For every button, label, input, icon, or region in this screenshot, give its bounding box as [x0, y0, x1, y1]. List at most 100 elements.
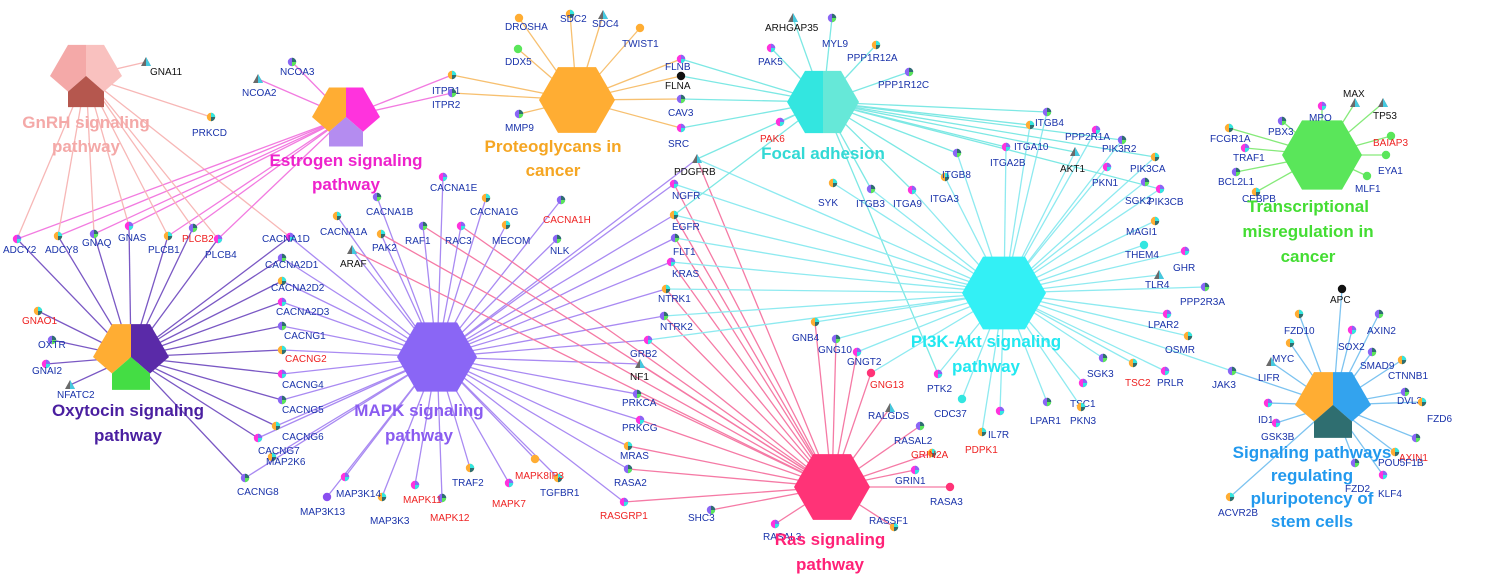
- gene-node-cacna2d3[interactable]: CACNA2D3: [276, 297, 330, 318]
- gene-node-nf1[interactable]: NF1: [630, 359, 649, 383]
- gene-node-itga9[interactable]: ITGA9: [893, 185, 922, 210]
- gene-node-gng10[interactable]: GNG10: [818, 334, 852, 356]
- gene-node-flna[interactable]: FLNA: [665, 71, 691, 92]
- gene-node-oxtr[interactable]: OXTR: [38, 335, 66, 351]
- gene-node-ghr[interactable]: GHR: [1173, 246, 1195, 274]
- hub-pluripotency[interactable]: [1295, 372, 1371, 438]
- gene-node-fzd10[interactable]: FZD10: [1284, 309, 1315, 337]
- gene-node-prkca[interactable]: PRKCA: [622, 389, 657, 409]
- hub-mapk[interactable]: [397, 322, 477, 392]
- gene-node-prlr[interactable]: PRLR: [1157, 366, 1184, 389]
- gene-node-araf[interactable]: ARAF: [340, 245, 367, 270]
- gene-node-rasgrp1[interactable]: RASGRP1: [600, 497, 648, 522]
- gene-node-tgfbr1[interactable]: TGFBR1: [540, 473, 580, 499]
- gene-node-rasa2[interactable]: RASA2: [614, 464, 647, 489]
- gene-node-ctnnb1[interactable]: CTNNB1: [1388, 355, 1428, 382]
- gene-node-shc3[interactable]: SHC3: [688, 505, 716, 524]
- gene-node-akt1[interactable]: AKT1: [1060, 147, 1085, 175]
- gene-node-ddx5[interactable]: DDX5: [505, 44, 532, 68]
- gene-node-sdc4[interactable]: SDC4: [592, 10, 619, 30]
- gene-node-plcb2[interactable]: PLCB2: [182, 223, 214, 245]
- gene-node-traf1[interactable]: TRAF1: [1233, 143, 1265, 164]
- gene-node-map3k13[interactable]: MAP3K13: [300, 492, 345, 518]
- gene-node-axin1[interactable]: AXIN1: [1399, 433, 1428, 464]
- gene-node-pkn1[interactable]: PKN1: [1092, 162, 1119, 189]
- gene-node-fzd6[interactable]: FZD6: [1417, 397, 1453, 425]
- hub-pi3k[interactable]: [962, 256, 1046, 330]
- gene-node-eya1[interactable]: EYA1: [1378, 150, 1403, 177]
- gene-node-apc[interactable]: APC: [1330, 284, 1351, 306]
- gene-node-ncoa2[interactable]: NCOA2: [242, 74, 277, 99]
- gene-node-myl9[interactable]: MYL9: [822, 13, 849, 50]
- gene-node-itpr2[interactable]: ITPR2: [432, 88, 461, 111]
- gene-node-cav3[interactable]: CAV3: [668, 94, 694, 119]
- gene-node-sdc2[interactable]: SDC2: [560, 9, 587, 25]
- gene-node-cdc37[interactable]: CDC37: [934, 394, 967, 420]
- hub-oxytocin[interactable]: [93, 324, 169, 390]
- gene-node-sgk2[interactable]: SGK2: [1125, 177, 1152, 207]
- gene-node-tlr4[interactable]: TLR4: [1145, 270, 1170, 291]
- gene-node-itga2b[interactable]: ITGA2B: [990, 142, 1026, 169]
- gene-node-rasal2[interactable]: RASAL2: [894, 421, 933, 447]
- gene-node-ncoa3[interactable]: NCOA3: [280, 57, 315, 78]
- gene-node-sgk3[interactable]: SGK3: [1087, 353, 1114, 380]
- gene-node-baiap3[interactable]: BAIAP3: [1373, 131, 1408, 149]
- gene-node-acvr2b[interactable]: ACVR2B: [1218, 492, 1258, 519]
- gene-node-rasal3[interactable]: RASAL3: [763, 519, 802, 543]
- gene-node-pou5f1b[interactable]: POU5F1B: [1378, 447, 1424, 469]
- hub-ras[interactable]: [794, 454, 870, 520]
- gene-node-itgb8[interactable]: ITGB8: [942, 148, 971, 181]
- gene-node-mras[interactable]: MRAS: [620, 441, 649, 462]
- gene-node-axin2[interactable]: AXIN2: [1367, 309, 1396, 337]
- gene-node-src[interactable]: SRC: [668, 123, 689, 150]
- gene-node-mapk11[interactable]: MAPK11: [403, 480, 442, 506]
- gene-node-gng13[interactable]: GNG13: [866, 368, 905, 391]
- gene-node-lifr[interactable]: LIFR: [1258, 357, 1280, 384]
- gene-node-flt1[interactable]: FLT1: [670, 233, 696, 258]
- gene-node-pak2[interactable]: PAK2: [372, 229, 397, 254]
- gene-node-rasa3[interactable]: RASA3: [930, 482, 963, 508]
- gene-node-magi1[interactable]: MAGI1: [1126, 216, 1160, 238]
- gene-node-max[interactable]: MAX: [1343, 89, 1365, 107]
- gene-node-mapk12[interactable]: MAPK12: [430, 493, 470, 524]
- gene-node-grb2[interactable]: GRB2: [630, 335, 658, 360]
- gene-node-cacng5[interactable]: CACNG5: [277, 395, 324, 416]
- gene-node-pbx3[interactable]: PBX3: [1268, 116, 1294, 138]
- gene-node-itga3[interactable]: ITGA3: [930, 172, 959, 205]
- gene-node-cacng1[interactable]: CACNG1: [277, 321, 326, 342]
- gene-node-cacna1d[interactable]: CACNA1D: [262, 232, 310, 245]
- gene-node-cacna2d2[interactable]: CACNA2D2: [271, 276, 325, 294]
- gene-node-myc[interactable]: MYC: [1272, 338, 1294, 365]
- gene-node-cacna1g[interactable]: CACNA1G: [470, 193, 519, 218]
- gene-node-fcgr1a[interactable]: FCGR1A: [1210, 123, 1251, 145]
- gene-node-map3k14[interactable]: MAP3K14: [336, 472, 381, 500]
- hub-focal[interactable]: [787, 70, 859, 134]
- gene-node-tsc2[interactable]: TSC2: [1125, 358, 1151, 389]
- gene-node-prkcd[interactable]: PRKCD: [192, 112, 227, 139]
- gene-node-ngfr[interactable]: NGFR: [669, 179, 701, 202]
- gene-node-gnao1[interactable]: GNAO1: [22, 306, 57, 327]
- gene-node-lpar1[interactable]: LPAR1: [1030, 397, 1061, 427]
- gene-node-ntrk2[interactable]: NTRK2: [659, 311, 693, 333]
- gene-node-fzd2[interactable]: FZD2: [1345, 458, 1370, 495]
- gene-node-cacng6[interactable]: CACNG6: [271, 421, 324, 443]
- gene-node-grin1[interactable]: GRIN1: [895, 465, 926, 487]
- gene-node-cacng2[interactable]: CACNG2: [277, 345, 327, 365]
- gene-node-traf2[interactable]: TRAF2: [452, 463, 484, 489]
- hub-proteoglycans[interactable]: [539, 67, 615, 133]
- gene-node-grin2a[interactable]: GRIN2A: [911, 448, 949, 461]
- gene-node-smad9[interactable]: SMAD9: [1360, 347, 1395, 372]
- gene-node-rassf1[interactable]: RASSF1: [869, 516, 908, 532]
- gene-node-bcl2l1[interactable]: BCL2L1: [1218, 167, 1255, 188]
- gene-node-cacna1b[interactable]: CACNA1B: [366, 192, 414, 218]
- gene-node-gnb4[interactable]: GNB4: [792, 317, 820, 344]
- gene-node-plcb1[interactable]: PLCB1: [148, 231, 180, 256]
- gene-node-cacng8[interactable]: CACNG8: [237, 473, 279, 498]
- gene-node-pak6[interactable]: PAK6: [760, 117, 785, 145]
- gene-node-gnas[interactable]: GNAS: [118, 221, 147, 244]
- gene-node-kras[interactable]: KRAS: [666, 257, 700, 280]
- gene-node-cacna1h[interactable]: CACNA1H: [543, 195, 591, 226]
- gene-node-egfr[interactable]: EGFR: [669, 210, 700, 233]
- gene-node-pik3cb[interactable]: PIK3CB: [1148, 184, 1184, 208]
- hub-gnrh[interactable]: [50, 44, 122, 108]
